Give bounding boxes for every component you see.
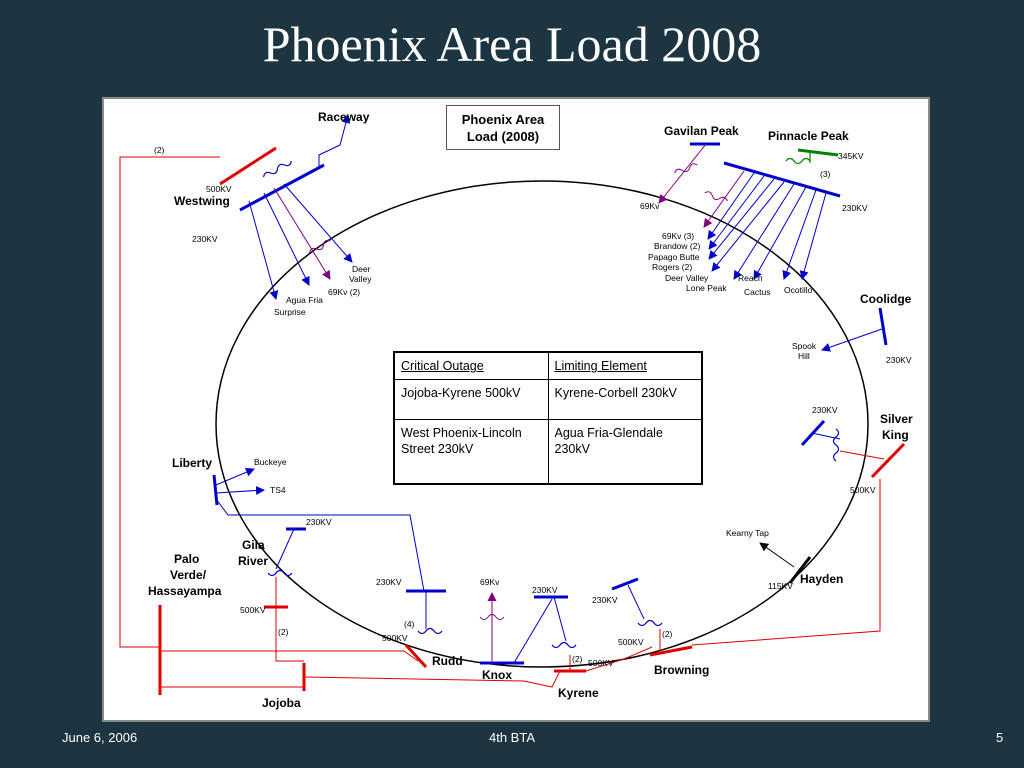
label-cactus: Cactus	[744, 287, 770, 297]
footer-date: June 6, 2006	[62, 730, 138, 745]
silver-king-station	[800, 419, 906, 479]
cell-limiting: Agua Fria-Glendale 230kV	[547, 419, 702, 484]
header-limiting-element: Limiting Element	[547, 352, 702, 380]
station-coolidge: Coolidge	[860, 292, 912, 306]
diagram-heading-line2: Load (2008)	[466, 129, 540, 144]
label-pp-3: (3)	[820, 169, 831, 179]
label-lone-peak: Lone Peak	[686, 283, 727, 293]
label-reach: Reach	[738, 273, 763, 283]
label-hayden-115kv: 115KV	[768, 581, 793, 591]
label-silver-230kv: 230KV	[812, 405, 838, 415]
station-liberty: Liberty	[172, 456, 212, 470]
station-silver-king: Silver	[880, 412, 913, 426]
label-coolidge-230kv: 230KV	[886, 355, 912, 365]
label-surprise: Surprise	[274, 307, 306, 317]
slide-title: Phoenix Area Load 2008	[262, 16, 762, 72]
gila-river-station	[264, 527, 306, 662]
label-agua-fria: Agua Fria	[286, 295, 323, 305]
label-rudd-4: (4)	[404, 619, 415, 629]
station-palo-verde-2: Verde/	[170, 568, 207, 582]
label-rogers: Rogers (2)	[652, 262, 692, 272]
station-knox: Knox	[482, 668, 512, 682]
label-pv-500kv: 500KV	[240, 605, 266, 615]
label-knox-69kv: 69Kv	[480, 577, 500, 587]
diagram-heading-line1: Phoenix Area	[461, 112, 545, 127]
label-brandow: Brandow (2)	[654, 241, 700, 251]
westwing-station	[219, 114, 353, 300]
station-raceway: Raceway	[318, 110, 370, 124]
label-westwing-500kv: 500KV	[206, 184, 232, 194]
palo-verde-station	[119, 156, 419, 695]
label-pv-2: (2)	[278, 627, 289, 637]
label-pp-69kv-3: 69Kv (3)	[662, 231, 694, 241]
station-gila-river-2: River	[238, 554, 268, 568]
label-deer-valley-w: Deer	[352, 264, 371, 274]
cell-outage: Jojoba-Kyrene 500kV	[394, 378, 549, 421]
footer-page-number: 5	[996, 730, 1004, 745]
cell-limiting: Kyrene-Corbell 230kV	[547, 378, 702, 421]
footer-center: 4th BTA	[488, 730, 535, 745]
label-spook-hill-2: Hill	[798, 351, 810, 361]
label-pp-230kv: 230KV	[842, 203, 868, 213]
rudd-station	[404, 589, 446, 669]
station-rudd: Rudd	[432, 654, 463, 668]
label-buckeye: Buckeye	[254, 457, 287, 467]
station-kyrene: Kyrene	[558, 686, 599, 700]
label-papago-butte: Papago Butte	[648, 252, 700, 262]
label-westwing-2: (2)	[154, 145, 165, 155]
label-ts4: TS4	[270, 485, 286, 495]
label-gila-230kv: 230KV	[306, 517, 332, 527]
label-kyrene-2: (2)	[572, 654, 583, 664]
label-pp-345kv: 345KV	[838, 151, 864, 161]
jojoba-station	[302, 663, 561, 691]
station-pinnacle-peak: Pinnacle Peak	[768, 129, 849, 143]
label-gavilan-69kv: 69Kv	[640, 201, 660, 211]
label-browning-500kv: 500KV	[618, 637, 644, 647]
label-deer-valley-w-2: Valley	[349, 274, 372, 284]
knox-station	[479, 592, 553, 665]
cell-outage: West Phoenix-Lincoln Street 230kV	[394, 419, 549, 484]
hayden-station	[759, 542, 812, 584]
diagram-heading-box: Phoenix Area Load (2008)	[446, 105, 560, 150]
one-line-diagram: Raceway Gavilan Peak Pinnacle Peak Westw…	[119, 110, 913, 710]
label-rudd-500kv: 500KV	[382, 633, 408, 643]
station-palo-verde: Palo	[174, 552, 199, 566]
label-westwing-230kv: 230KV	[192, 234, 218, 244]
label-browning-2: (2)	[662, 629, 673, 639]
station-hayden: Hayden	[800, 572, 843, 586]
label-kyrene-500kv: 500KV	[588, 658, 614, 668]
station-palo-verde-3: Hassayampa	[148, 584, 222, 598]
table-row: West Phoenix-Lincoln Street 230kV Agua F…	[394, 419, 702, 484]
station-gavilan-peak: Gavilan Peak	[664, 124, 739, 138]
label-silver-500kv: 500KV	[850, 485, 876, 495]
station-jojoba: Jojoba	[262, 696, 301, 710]
station-browning: Browning	[654, 663, 709, 677]
critical-outage-table: Critical Outage Limiting Element Jojoba-…	[393, 351, 703, 485]
table-row: Jojoba-Kyrene 500kV Kyrene-Corbell 230kV	[394, 378, 702, 421]
diagram-panel: Raceway Gavilan Peak Pinnacle Peak Westw…	[102, 97, 930, 722]
browning-station	[611, 479, 881, 657]
label-browning-230kv: 230KV	[592, 595, 618, 605]
label-spook-hill: Spook	[792, 341, 817, 351]
header-critical-outage: Critical Outage	[394, 352, 549, 380]
station-gila-river: Gila	[242, 538, 265, 552]
label-deer-valley-e: Deer Valley	[665, 273, 709, 283]
liberty-station	[212, 467, 425, 592]
load-area-ellipse	[215, 180, 869, 668]
label-kyrene-230kv: 230KV	[532, 585, 558, 595]
label-westwing-69kv: 69Kv (2)	[328, 287, 360, 297]
station-westwing: Westwing	[174, 194, 230, 208]
label-kearny-tap: Kearny Tap	[726, 528, 769, 538]
coolidge-station	[821, 307, 888, 352]
kyrene-station	[534, 595, 653, 673]
label-ocotillo: Ocotillo	[784, 285, 813, 295]
label-rudd-230kv: 230KV	[376, 577, 402, 587]
pinnacle-peak-station	[658, 142, 841, 280]
station-silver-king-2: King	[882, 428, 909, 442]
